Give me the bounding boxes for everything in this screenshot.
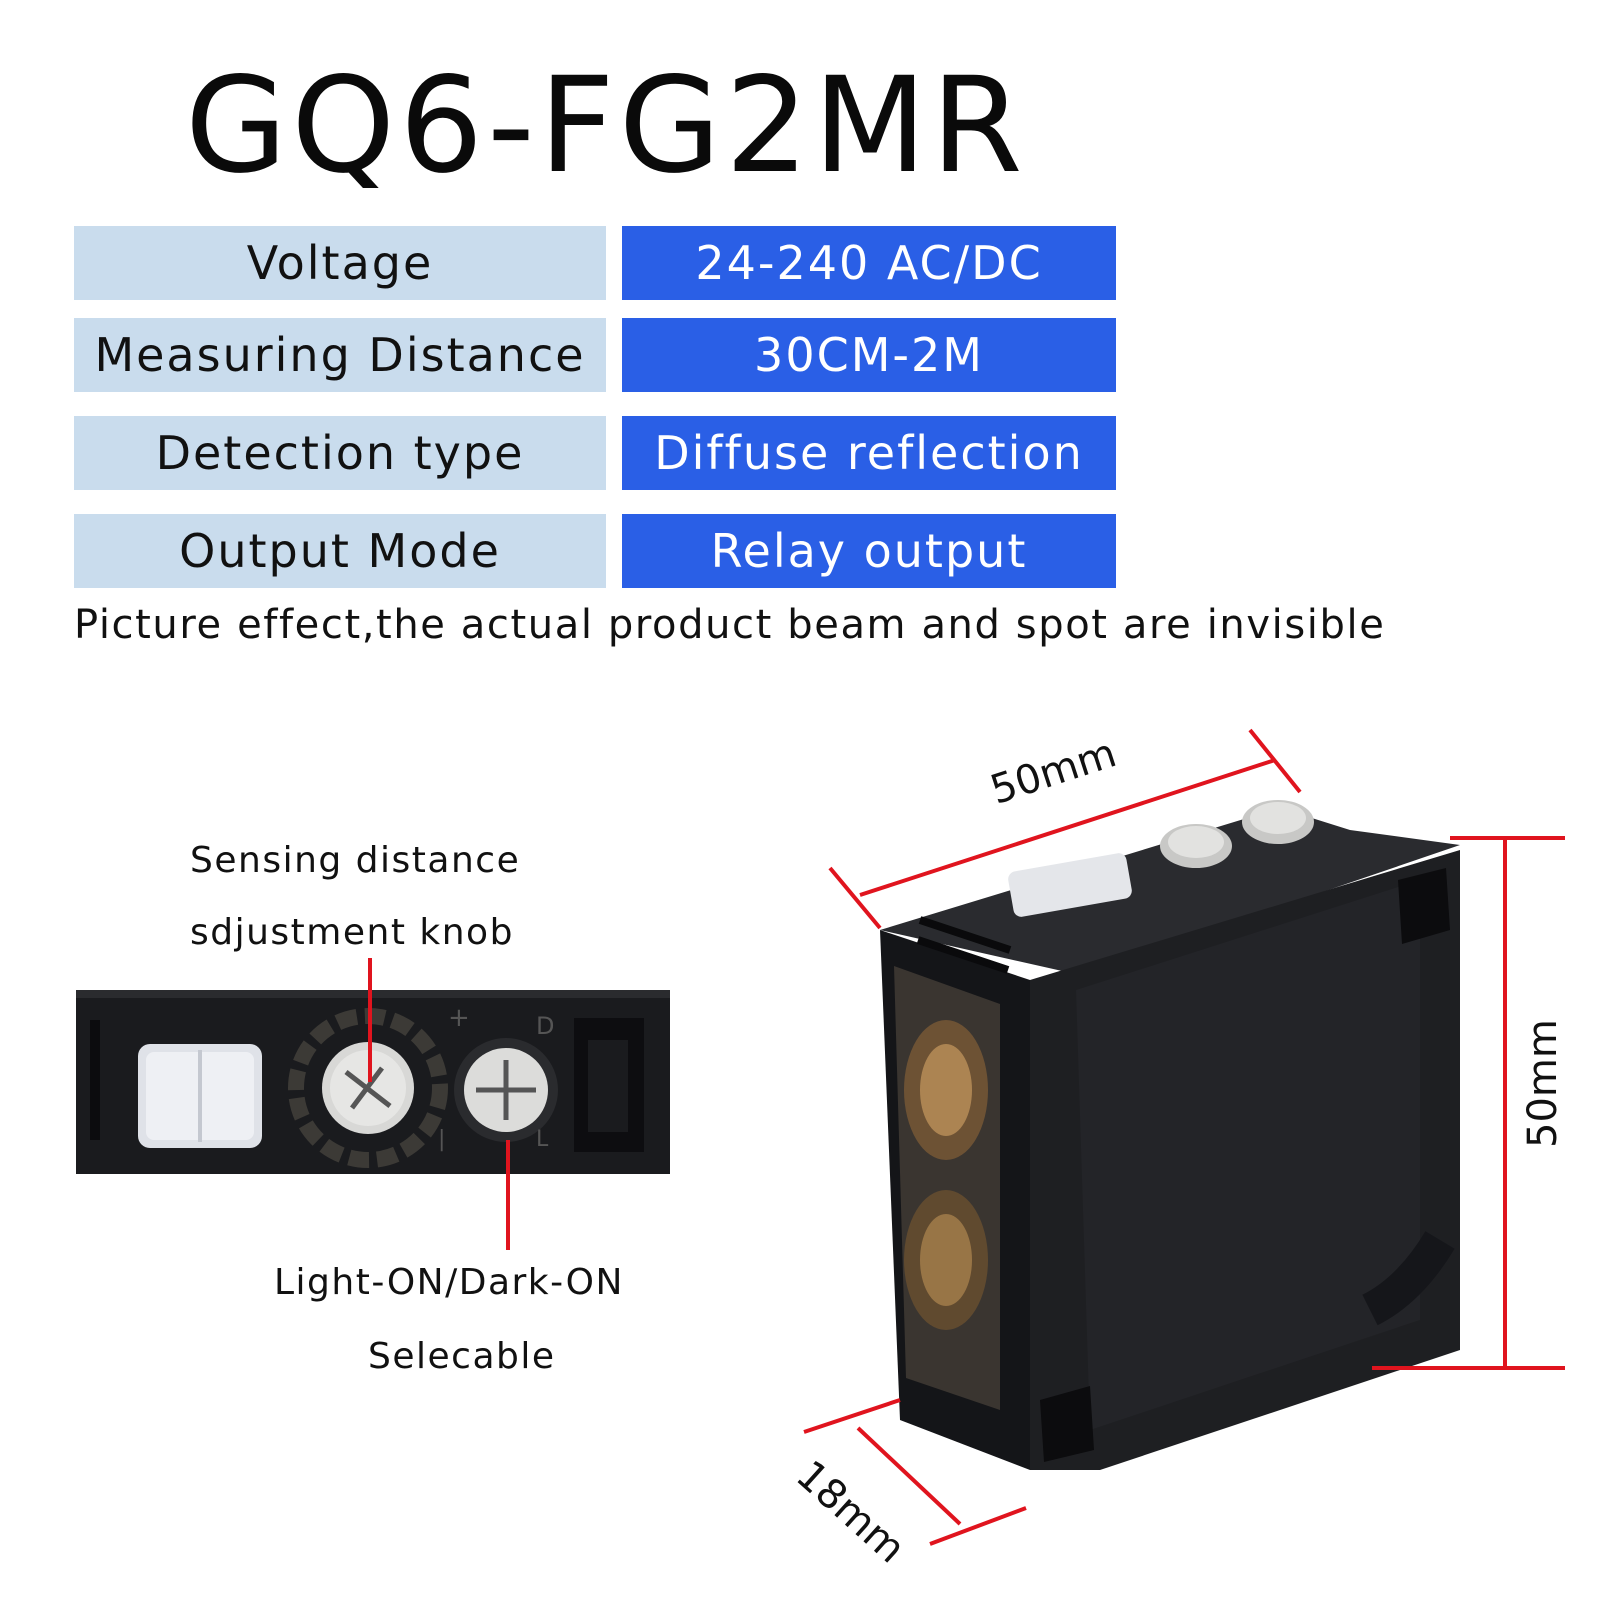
- spec-row-measuring-distance: Measuring Distance 30CM-2M: [74, 318, 1116, 392]
- spec-label: Voltage: [74, 226, 606, 300]
- product-title: GQ6-FG2MR: [185, 49, 1027, 203]
- svg-text:D: D: [536, 1012, 554, 1040]
- svg-text:L: L: [536, 1127, 549, 1152]
- height-dimension-label: 50mm: [1520, 1019, 1566, 1148]
- spec-label: Detection type: [74, 416, 606, 490]
- spec-value: 30CM-2M: [622, 318, 1116, 392]
- knob-callout-line1: Sensing distance: [190, 840, 521, 881]
- mode-callout-line1: Light-ON/Dark-ON: [274, 1262, 624, 1303]
- spec-label: Output Mode: [74, 514, 606, 588]
- spec-row-detection-type: Detection type Diffuse reflection: [74, 416, 1116, 490]
- knob-callout-line2: sdjustment knob: [190, 912, 514, 953]
- disclaimer-note: Picture effect,the actual product beam a…: [74, 602, 1386, 648]
- spec-value: Diffuse reflection: [622, 416, 1116, 490]
- spec-label: Measuring Distance: [74, 318, 606, 392]
- spec-row-voltage: Voltage 24-240 AC/DC: [74, 226, 1116, 300]
- spec-value: 24-240 AC/DC: [622, 226, 1116, 300]
- sensor-closeup-image: + D | L: [76, 990, 670, 1174]
- svg-text:|: |: [438, 1127, 445, 1152]
- spec-value: Relay output: [622, 514, 1116, 588]
- svg-text:+: +: [448, 1003, 470, 1033]
- spec-row-output-mode: Output Mode Relay output: [74, 514, 1116, 588]
- mode-callout-line2: Selecable: [368, 1336, 556, 1377]
